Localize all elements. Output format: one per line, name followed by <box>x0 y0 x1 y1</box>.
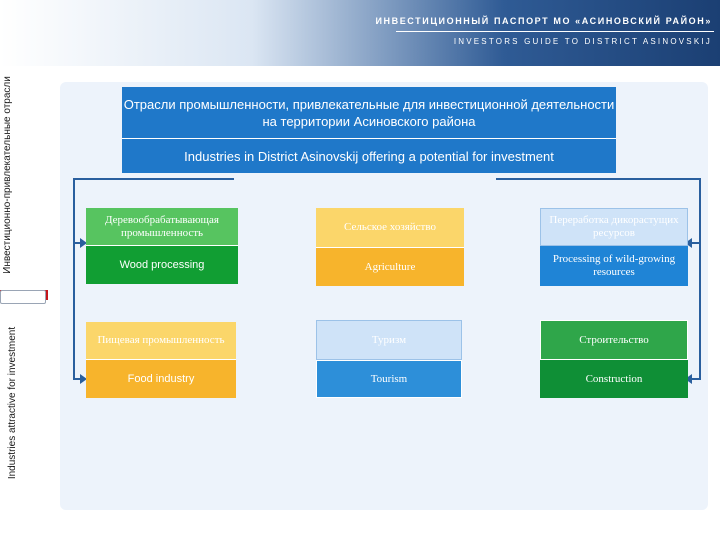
food-industry-ru-box: Пищевая промышленность <box>86 322 236 360</box>
header-divider <box>396 31 714 32</box>
food-industry-en-box: Food industry <box>86 360 236 398</box>
sidebar-label-en: Industries attractive for investment <box>7 326 18 480</box>
header-title-en: INVESTORS GUIDE TO DISTRICT ASINOVSKIJ <box>453 37 712 46</box>
wild-resources-ru-label: Переработка дикорастущих ресурсов <box>549 214 679 239</box>
connector-left-vertical <box>73 178 75 380</box>
connector-right-horizontal <box>496 178 701 180</box>
tourism-en-label: Tourism <box>370 372 408 385</box>
agriculture-ru-label: Сельское хозяйство <box>344 221 436 233</box>
construction-ru-label: Строительство <box>579 333 649 346</box>
agriculture-ru-box: Сельское хозяйство <box>316 208 464 248</box>
tourism-ru-box: Туризм <box>316 320 462 360</box>
arrow-left-row1 <box>80 238 87 248</box>
sidebar-tab[interactable] <box>0 290 46 304</box>
wild-resources-en-box: Processing of wild-growing resources <box>540 246 688 286</box>
wood-processing-ru-label: Деревообрабатывающая промышленность <box>105 213 219 239</box>
arrow-right-row1 <box>685 238 692 248</box>
arrow-left-row2 <box>80 374 87 384</box>
construction-en-label: Construction <box>585 372 643 385</box>
diagram-title-en: Industries in District Asinovskij offeri… <box>122 139 616 173</box>
connector-left-row1 <box>73 242 81 244</box>
food-industry-en-label: Food industry <box>127 372 195 385</box>
wild-resources-ru-box: Переработка дикорастущих ресурсов <box>540 208 688 246</box>
header-band: ИНВЕСТИЦИОННЫЙ ПАСПОРТ МО «АСИНОВСКИЙ РА… <box>0 0 720 66</box>
wood-processing-ru-box: Деревообрабатывающая промышленность <box>86 208 238 246</box>
wood-processing-en-box: Wood processing <box>86 246 238 284</box>
connector-right-vertical <box>699 178 701 380</box>
construction-ru-box: Строительство <box>540 320 688 360</box>
tourism-en-box: Tourism <box>316 360 462 398</box>
sidebar-label-ru: Инвестиционно-привлекательные отрасли <box>2 76 13 274</box>
agriculture-en-box: Agriculture <box>316 248 464 286</box>
connector-right-row1 <box>691 242 701 244</box>
connector-left-horizontal <box>73 178 234 180</box>
tourism-ru-label: Туризм <box>371 333 407 346</box>
agriculture-en-label: Agriculture <box>364 260 416 273</box>
sidebar-upper-panel <box>0 66 48 290</box>
connector-right-row2 <box>691 378 701 380</box>
header-title-ru: ИНВЕСТИЦИОННЫЙ ПАСПОРТ МО «АСИНОВСКИЙ РА… <box>375 16 712 26</box>
wild-resources-en-label: Processing of wild-growing resources <box>552 253 676 278</box>
connector-left-row2 <box>73 378 81 380</box>
sidebar-lower-panel <box>0 300 48 540</box>
wood-processing-en-label: Wood processing <box>119 258 205 271</box>
food-industry-ru-label: Пищевая промышленность <box>97 334 225 346</box>
construction-en-box: Construction <box>540 360 688 398</box>
arrow-right-row2 <box>685 374 692 384</box>
diagram-title-ru: Отрасли промышленности, привлекательные … <box>122 87 616 139</box>
